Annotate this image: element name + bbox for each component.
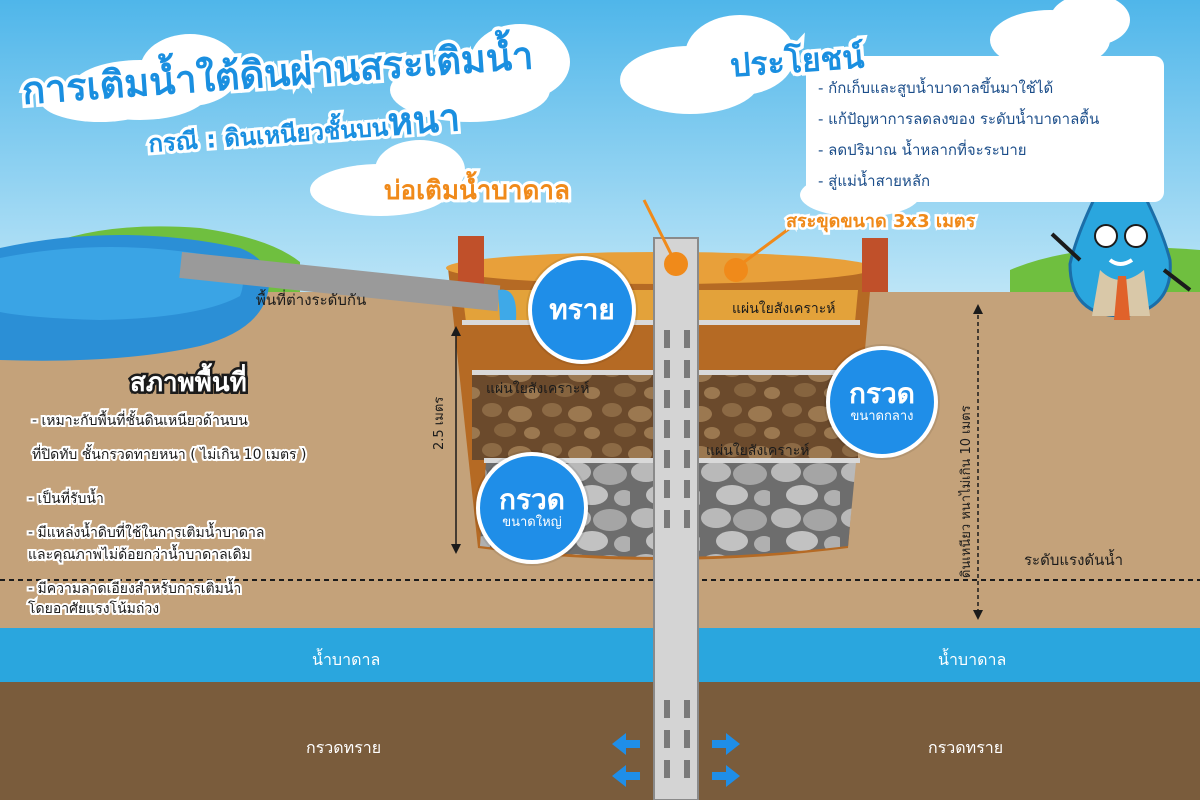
gravel-medium-bubble: กรวด ขนาดกลาง [826, 346, 938, 458]
fabric-low-label: แผ่นใยสังเคราะห์ [706, 443, 810, 459]
condition-item: และคุณภาพไม่ด้อยกว่าน้ำบาดาลเดิม [26, 545, 253, 565]
sand-bubble-label: ทราย [549, 293, 615, 326]
clay-thickness-label: ดินเหนียว หนาไม่เกิน 10 เมตร [959, 405, 974, 578]
pond-label: สระขุดขนาด 3x3 เมตร [783, 209, 977, 235]
gravel-sand-right-label: กรวดทราย [928, 738, 1004, 757]
gravel-large-sub: ขนาดใหญ่ [502, 515, 562, 530]
condition-item: - มีความลาดเอียงสำหรับการเติมน้ำ [26, 579, 243, 599]
gravel-medium-sub: ขนาดกลาง [850, 409, 914, 424]
gravel-sand-left-label: กรวดทราย [306, 738, 382, 757]
gravel-medium-main: กรวด [849, 377, 915, 410]
water-drop-mascot [1050, 146, 1192, 320]
condition-item: ที่ปิดทับ ชั้นกรวดทายหนา ( ไม่เกิน 10 เม… [30, 445, 308, 465]
pressure-level-label: ระดับแรงดันน้ำ [1024, 551, 1124, 569]
conditions-heading: สภาพพื้นที่ [128, 366, 250, 401]
fabric-mid-label: แผ่นใยสังเคราะห์ [486, 381, 590, 397]
ground-difference-label: พื้นที่ต่างระดับกัน [256, 291, 367, 309]
benefit-item: - กักเก็บและสูบน้ำบาดาลขึ้นมาใช้ได้ [818, 79, 1054, 97]
benefit-item: - สู่แม่น้ำสายหลัก [818, 172, 931, 190]
benefits-list: - กักเก็บและสูบน้ำบาดาลขึ้นมาใช้ได้ - แก… [818, 76, 1099, 200]
benefits-panel [806, 56, 1164, 202]
subtitle-prefix: กรณี : ดินเหนียวชั้นบน [144, 110, 392, 161]
gravel-large-main: กรวด [499, 483, 565, 516]
gravel-large-bubble: กรวด ขนาดใหญ่ [476, 452, 588, 564]
condition-item: - มีแหล่งน้ำดิบที่ใช้ในการเติมน้ำบาดาล [26, 523, 266, 543]
depth-label: 2.5 เมตร [432, 396, 447, 450]
condition-item: - เป็นที่รับน้ำ [26, 489, 106, 509]
benefit-item: - ลดปริมาณ น้ำหลากที่จะระบาย [818, 141, 1027, 159]
condition-item: - เหมาะกับพื้นที่ชั้นดินเหนียวด้านบน [30, 411, 250, 431]
fabric-top-label: แผ่นใยสังเคราะห์ [732, 301, 836, 317]
sand-bubble: ทราย [528, 256, 636, 364]
well-label: บ่อเติมน้ำบาดาล [381, 173, 573, 209]
subtitle-emphasis: หนา [383, 92, 464, 147]
benefit-item: - แก้ปัญหาการลดลงของ ระดับน้ำบาดาลตื้น [818, 110, 1100, 128]
condition-item: โดยอาศัยแรงโน้มถ่วง [26, 599, 161, 619]
groundwater-right-label: น้ำบาดาล [938, 650, 1007, 669]
groundwater-left-label: น้ำบาดาล [312, 650, 381, 669]
